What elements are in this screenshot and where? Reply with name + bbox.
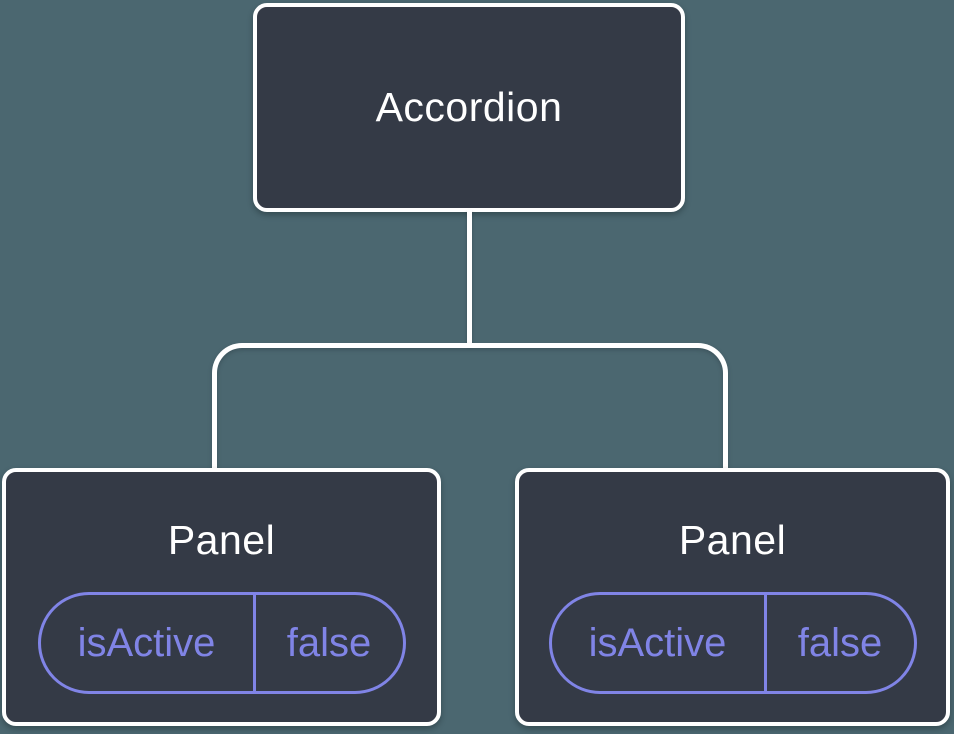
state-pill-left: isActive false <box>37 592 406 694</box>
tree-node-accordion: Accordion <box>253 3 685 212</box>
node-label-panel-left: Panel <box>167 517 276 563</box>
tree-node-panel-right: Panel isActive false <box>515 468 950 726</box>
connector-bracket <box>212 343 728 470</box>
state-pill-right: isActive false <box>548 592 917 694</box>
tree-node-panel-left: Panel isActive false <box>2 468 441 726</box>
state-value-right: false <box>797 620 883 665</box>
node-label-accordion: Accordion <box>375 84 563 130</box>
node-label-panel-right: Panel <box>678 517 787 563</box>
state-key-right: isActive <box>552 595 767 691</box>
state-value-left: false <box>286 620 372 665</box>
connector-stem <box>467 210 472 345</box>
state-key-left: isActive <box>41 595 256 691</box>
